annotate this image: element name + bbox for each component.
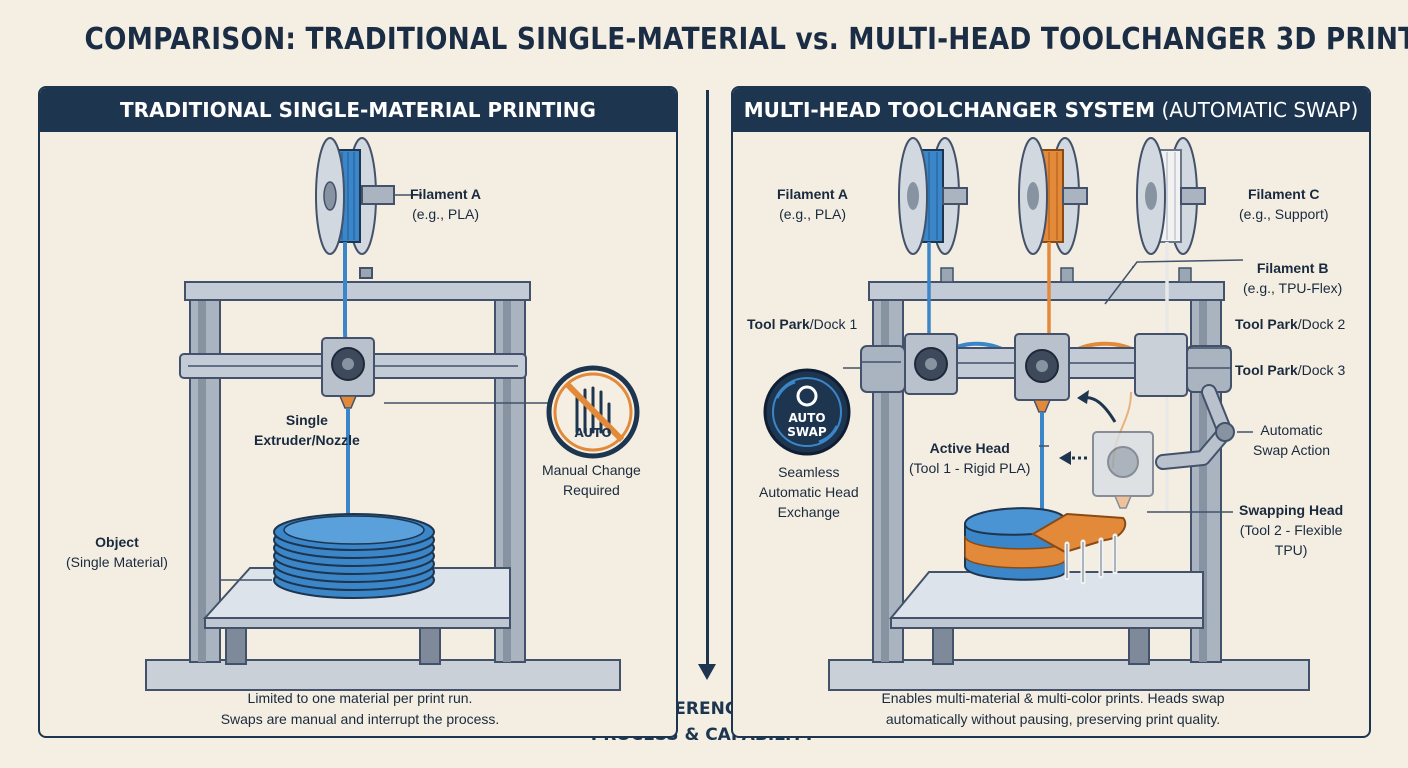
- dock2-label: Tool Park/Dock 2: [1235, 314, 1345, 334]
- filament-a-label-right: Filament A (e.g., PLA): [777, 184, 848, 224]
- manual-change-line2: Required: [563, 482, 620, 498]
- swapping-head-detail1: (Tool 2 - Flexible: [1239, 522, 1343, 538]
- toolchanger-header-main: MULTI-HEAD TOOLCHANGER SYSTEM: [743, 98, 1156, 122]
- toolchanger-panel: MULTI-HEAD TOOLCHANGER SYSTEM (AUTOMATIC…: [731, 86, 1371, 738]
- toolchanger-caption-line1: Enables multi-material & multi-color pri…: [881, 690, 1225, 706]
- traditional-panel-header: TRADITIONAL SINGLE-MATERIAL PRINTING: [40, 88, 676, 132]
- object-label: Object (Single Material): [66, 532, 168, 572]
- traditional-caption: Limited to one material per print run. S…: [60, 688, 660, 730]
- toolchanger-panel-header: MULTI-HEAD TOOLCHANGER SYSTEM (AUTOMATIC…: [733, 88, 1369, 132]
- spool-c: [1136, 137, 1206, 283]
- dock1-label-bold: Tool Park: [747, 316, 810, 332]
- object-name: Object: [95, 534, 139, 550]
- manual-change-label: Manual Change Required: [542, 460, 641, 500]
- swapping-head: [1092, 431, 1154, 509]
- filament-c-example: (e.g., Support): [1239, 206, 1329, 222]
- filament-b-label: Filament B (e.g., TPU-Flex): [1243, 258, 1342, 298]
- center-divider-line: [706, 90, 709, 668]
- filament-a-name: Filament A: [410, 186, 482, 202]
- toolchanger-printer-illustration: AUTO SWAP: [763, 137, 1310, 691]
- badge-auto-line1: AUTO: [788, 411, 825, 425]
- filament-c-label: Filament C (e.g., Support): [1239, 184, 1329, 224]
- single-extruder-printer-illustration: AUTO: [145, 137, 640, 691]
- seamless-line2: Automatic Head: [759, 484, 859, 500]
- seamless-line1: Seamless: [778, 464, 840, 480]
- dock1-label: Tool Park/Dock 1: [747, 314, 857, 334]
- toolchanger-caption-line2: automatically without pausing, preservin…: [885, 711, 1221, 727]
- manual-change-line1: Manual Change: [542, 462, 641, 478]
- seamless-label: Seamless Automatic Head Exchange: [759, 462, 859, 522]
- traditional-caption-line1: Limited to one material per print run.: [247, 690, 473, 706]
- active-head-label: Active Head (Tool 1 - Rigid PLA): [909, 438, 1030, 478]
- filament-a-example-right: (e.g., PLA): [779, 206, 846, 222]
- filament-b-name: Filament B: [1256, 260, 1329, 276]
- main-title: COMPARISON: TRADITIONAL SINGLE-MATERIAL …: [84, 22, 1408, 57]
- coiled-object: [273, 513, 435, 599]
- active-head-detail: (Tool 1 - Rigid PLA): [909, 460, 1031, 476]
- extruder-line1: Single: [285, 412, 328, 428]
- down-arrow-icon: [698, 664, 716, 680]
- auto-swap-line2: Swap Action: [1253, 442, 1331, 458]
- auto-swap-line1: Automatic: [1260, 422, 1323, 438]
- spool-b: [1018, 137, 1088, 283]
- toolchanger-header-sub: (AUTOMATIC SWAP): [1155, 98, 1359, 122]
- swapping-head-label: Swapping Head (Tool 2 - Flexible TPU): [1239, 500, 1343, 560]
- dock2-label-bold: Tool Park: [1235, 316, 1298, 332]
- object-detail: (Single Material): [66, 554, 168, 570]
- dock3-label-bold: Tool Park: [1235, 362, 1298, 378]
- extruder-label: Single Extruder/Nozzle: [254, 410, 360, 450]
- traditional-panel: TRADITIONAL SINGLE-MATERIAL PRINTING: [38, 86, 678, 738]
- toolchanger-caption: Enables multi-material & multi-color pri…: [753, 688, 1353, 730]
- filament-a-label: Filament A (e.g., PLA): [410, 184, 481, 224]
- filament-a-name-right: Filament A: [777, 186, 849, 202]
- spool-a: [898, 137, 968, 283]
- filament-a-example: (e.g., PLA): [412, 206, 479, 222]
- dock3-label-rest: /Dock 3: [1297, 362, 1346, 378]
- auto-swap-action-label: Automatic Swap Action: [1253, 420, 1330, 460]
- swapping-head-name: Swapping Head: [1239, 502, 1344, 518]
- no-hand-icon: [546, 365, 640, 459]
- filament-b-example: (e.g., TPU-Flex): [1243, 280, 1343, 296]
- traditional-caption-line2: Swaps are manual and interrupt the proce…: [220, 711, 500, 727]
- badge-auto-text: AUTO: [574, 426, 611, 440]
- active-head-name: Active Head: [929, 440, 1010, 456]
- multi-material-object: [963, 507, 1127, 585]
- swapping-head-detail2: TPU): [1274, 542, 1308, 558]
- dock3-label: Tool Park/Dock 3: [1235, 360, 1345, 380]
- filament-c-name: Filament C: [1247, 186, 1320, 202]
- dock2-label-rest: /Dock 2: [1297, 316, 1346, 332]
- extruder-line2: Extruder/Nozzle: [254, 432, 360, 448]
- badge-swap-line2: SWAP: [787, 425, 827, 439]
- seamless-line3: Exchange: [777, 504, 840, 520]
- auto-swap-icon: [763, 368, 851, 456]
- dock1-label-rest: /Dock 1: [809, 316, 858, 332]
